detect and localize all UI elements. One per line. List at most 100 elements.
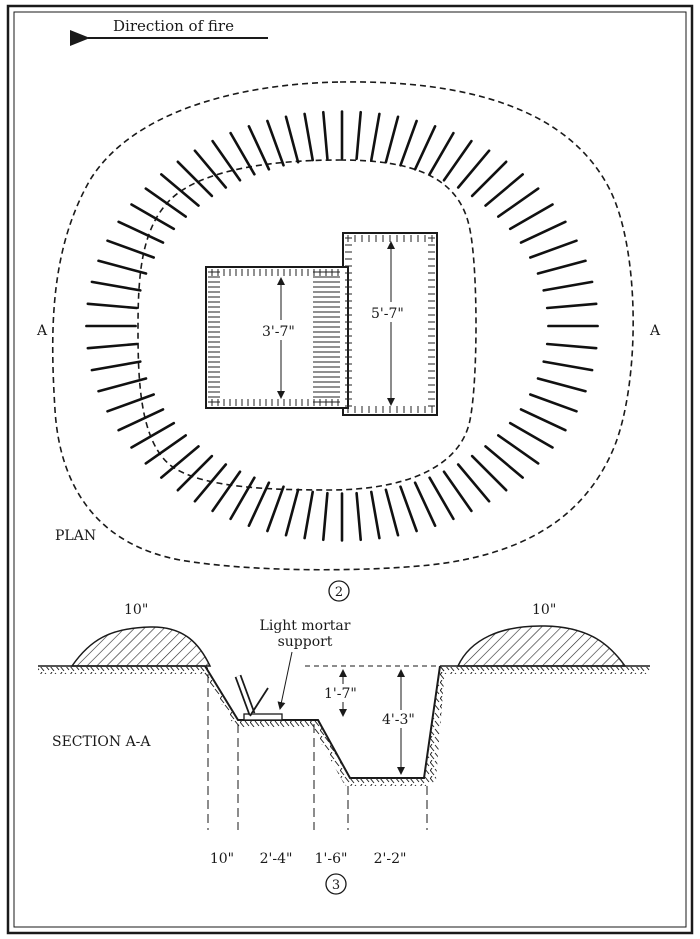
slope-tick	[442, 139, 473, 182]
slope-tick	[528, 239, 578, 259]
slope-tick	[545, 302, 598, 310]
mortar-support-label-2: support	[278, 634, 333, 650]
section-view: 10" 10" Light mortar support 1'-7" 4'-3"…	[38, 602, 650, 895]
mortar-support	[243, 713, 283, 721]
slope-tick	[545, 342, 598, 350]
slope-tick	[399, 485, 418, 533]
slope-tick	[536, 259, 587, 275]
slope-tick	[90, 360, 142, 372]
slope-tick	[117, 408, 165, 432]
slope-tick	[130, 421, 176, 449]
slope-tick	[369, 490, 381, 540]
figure-2-number: 2	[335, 585, 343, 600]
slope-tick	[470, 160, 508, 198]
figure-2-circle	[328, 580, 350, 602]
slope-tick	[284, 488, 300, 537]
slope-tick	[176, 454, 214, 492]
slope-tick	[229, 131, 256, 176]
width-label-1: 10"	[210, 851, 234, 867]
slope-tick	[117, 220, 165, 244]
section-marker-right: A	[649, 323, 661, 339]
slope-tick	[86, 302, 139, 310]
width-label-4: 2'-2"	[374, 851, 407, 867]
plan-view: 3'-7" 5'-7" A A PLAN 2	[36, 81, 661, 602]
slope-tick	[229, 476, 256, 521]
figure-3-circle	[325, 873, 347, 895]
parapet-mound-left	[70, 626, 212, 667]
parapet-right-thickness: 10"	[532, 602, 556, 618]
slope-tick	[528, 393, 578, 413]
slope-tick	[303, 112, 315, 162]
slope-tick	[542, 280, 594, 292]
slope-tick	[160, 173, 200, 207]
mortar-support-leader	[277, 651, 293, 710]
slope-tick	[97, 377, 148, 393]
width-extension-lines	[207, 674, 428, 830]
slope-tick	[536, 377, 587, 393]
slope-tick	[321, 491, 329, 542]
slope-tick	[484, 445, 525, 479]
slope-tick	[321, 110, 329, 161]
parapet-mound-right	[456, 625, 627, 667]
slope-tick	[428, 131, 455, 176]
mortar-bipod	[249, 687, 269, 717]
slope-tick	[384, 115, 400, 164]
slope-tick	[413, 481, 437, 528]
slope-tick	[456, 463, 491, 503]
slope-tick	[355, 110, 363, 161]
direction-of-fire: Direction of fire	[70, 17, 268, 46]
parapet-inner-outline	[137, 159, 477, 491]
large-pit	[342, 232, 438, 416]
plan-label: PLAN	[55, 528, 96, 544]
slope-tick	[247, 125, 271, 171]
slope-tick	[496, 434, 540, 465]
parapet-slope-ticks	[85, 110, 599, 542]
plan-pits: 3'-7" 5'-7"	[205, 232, 438, 416]
slope-tick	[211, 470, 242, 513]
slope-tick	[86, 342, 139, 350]
slope-tick	[193, 149, 228, 189]
slope-tick	[106, 393, 155, 413]
slope-tick	[106, 239, 155, 259]
inner-frame	[13, 11, 687, 928]
slope-tick	[508, 203, 554, 231]
slope-tick	[144, 434, 187, 465]
slope-tick	[542, 360, 594, 372]
slope-tick	[144, 187, 187, 218]
mortar-support-label-1: Light mortar	[260, 618, 351, 634]
section-marker-left: A	[36, 323, 48, 339]
slope-tick	[247, 481, 271, 528]
slope-tick	[456, 149, 491, 189]
figure-3-number: 3	[332, 878, 340, 893]
slope-tick	[211, 139, 242, 182]
slope-tick	[176, 160, 214, 198]
slope-tick	[160, 445, 200, 479]
pit-wall-hatching	[208, 235, 435, 413]
slope-tick	[384, 488, 400, 537]
slope-tick	[496, 187, 540, 218]
slope-tick	[284, 115, 300, 164]
slope-tick	[90, 280, 142, 292]
slope-tick	[399, 119, 418, 167]
width-label-3: 1'-6"	[315, 851, 348, 867]
slope-tick	[369, 112, 381, 162]
slope-tick	[470, 454, 508, 492]
slope-tick	[193, 463, 228, 503]
parapet-left-thickness: 10"	[124, 602, 148, 618]
slope-tick	[508, 421, 554, 449]
width-label-2: 2'-4"	[260, 851, 293, 867]
slope-tick	[484, 173, 525, 207]
slope-tick	[355, 491, 363, 542]
section-label: SECTION A-A	[52, 734, 151, 750]
slope-tick	[413, 125, 437, 171]
slope-tick	[97, 259, 148, 275]
small-pit-dimension: 3'-7"	[262, 324, 295, 340]
slope-tick	[442, 470, 473, 513]
direction-label: Direction of fire	[113, 17, 234, 35]
slope-tick	[303, 490, 315, 540]
slope-tick	[428, 476, 455, 521]
slope-tick	[130, 203, 176, 231]
outer-frame	[6, 4, 694, 935]
large-pit-dimension: 5'-7"	[371, 306, 404, 322]
